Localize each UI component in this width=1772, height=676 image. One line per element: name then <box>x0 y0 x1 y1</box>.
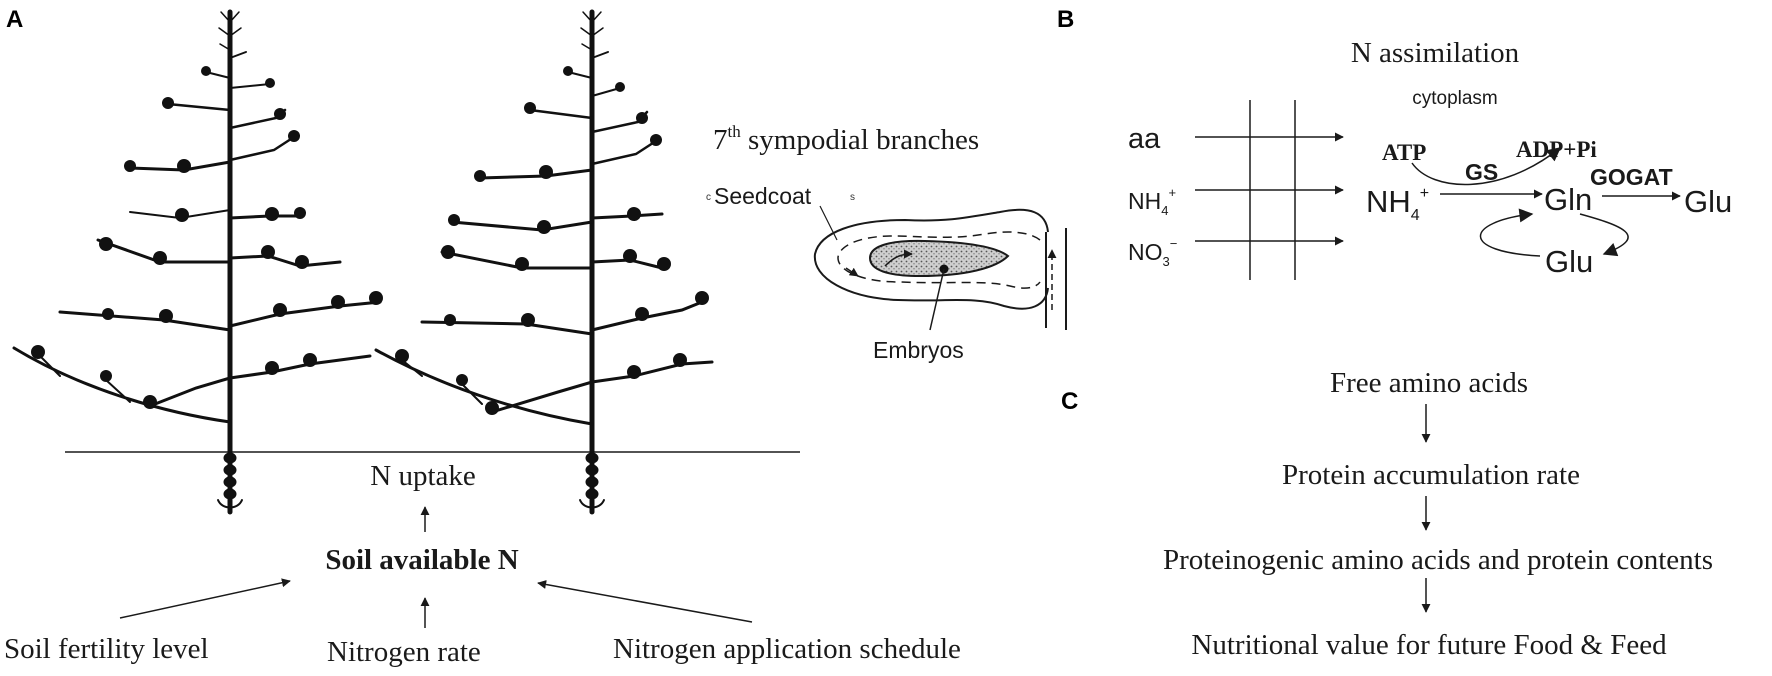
cytoplasm-label: cytoplasm <box>1412 88 1498 109</box>
boll-icon <box>369 291 383 305</box>
boll-icon <box>294 207 306 219</box>
boll-icon <box>143 395 157 409</box>
step-proteinogenic-contents: Proteinogenic amino acids and protein co… <box>1163 544 1713 576</box>
boll-icon <box>273 303 287 317</box>
step-protein-accumulation: Protein accumulation rate <box>1282 459 1580 491</box>
glu-product-label: Glu <box>1684 184 1732 219</box>
gogat-enzyme-label: GOGAT <box>1590 164 1673 190</box>
atp-label: ATP <box>1382 140 1426 165</box>
boll-icon <box>177 159 191 173</box>
boll-icon <box>100 370 112 382</box>
n-assimilation-title: N assimilation <box>1351 37 1520 69</box>
boll-icon <box>288 130 300 142</box>
gln-label: Gln <box>1544 182 1592 217</box>
soil-available-n: Soil available N <box>325 544 518 576</box>
boll-icon <box>102 308 114 320</box>
gs-enzyme-label: GS <box>1465 159 1498 185</box>
boll-icon <box>153 251 167 265</box>
glu-cycle-label: Glu <box>1545 244 1593 279</box>
panel-c: C Free amino acids Protein accumulation … <box>1061 367 1713 661</box>
panel-b-label: B <box>1057 6 1074 33</box>
input-nh4: NH4+ <box>1128 185 1176 218</box>
boll-icon <box>274 108 286 120</box>
arrow-application-schedule <box>537 580 753 623</box>
boll-icon <box>162 97 174 109</box>
panel-b: B N assimilation cytoplasm aa NH4+ NO3− … <box>1057 6 1732 280</box>
cycle-arrow-to-glu <box>1579 213 1629 257</box>
sympodial-branches-title: 7th sympodial branches <box>713 122 979 156</box>
boll-icon <box>331 295 345 309</box>
boll-icon <box>99 237 113 251</box>
boll-icon <box>265 207 279 221</box>
boll-icon <box>31 345 45 359</box>
atp-consumption-arrow <box>1411 147 1562 186</box>
boll-icon <box>175 208 189 222</box>
boll-icon <box>265 361 279 375</box>
panel-a: A <box>4 6 1067 668</box>
boll-icon <box>124 160 136 172</box>
seedcoat-label: Seedcoat <box>714 183 812 209</box>
input-no3: NO3− <box>1128 236 1177 269</box>
panel-c-label: C <box>1061 388 1078 415</box>
embryos-label: Embryos <box>873 337 964 363</box>
svg-text:s: s <box>850 192 855 203</box>
panel-a-label: A <box>6 6 23 33</box>
boll-icon <box>159 309 173 323</box>
svg-text:c: c <box>706 192 711 203</box>
boll-icon <box>265 78 275 88</box>
adp-pi-label: ADP+Pi <box>1516 137 1597 162</box>
boll-icon <box>303 353 317 367</box>
step-nutritional-value: Nutritional value for future Food & Feed <box>1191 629 1667 661</box>
factor-nitrogen-rate: Nitrogen rate <box>327 636 481 668</box>
cotton-plant-right <box>374 9 714 515</box>
seed-diagram: c s <box>706 192 1067 331</box>
bolls-left <box>31 66 383 409</box>
n-uptake-label: N uptake <box>370 460 476 492</box>
nh4-cytoplasm: NH4+ <box>1366 184 1429 224</box>
factor-application-schedule: Nitrogen application schedule <box>613 633 961 665</box>
boll-icon <box>295 255 309 269</box>
boll-icon <box>261 245 275 259</box>
cycle-arrow-to-gln <box>1479 208 1541 257</box>
boll-icon <box>201 66 211 76</box>
cotton-plant-left <box>12 9 382 515</box>
arrow-soil-fertility <box>119 578 291 619</box>
step-free-amino-acids: Free amino acids <box>1330 367 1528 399</box>
factor-soil-fertility: Soil fertility level <box>4 633 209 665</box>
input-aa: aa <box>1128 123 1161 155</box>
